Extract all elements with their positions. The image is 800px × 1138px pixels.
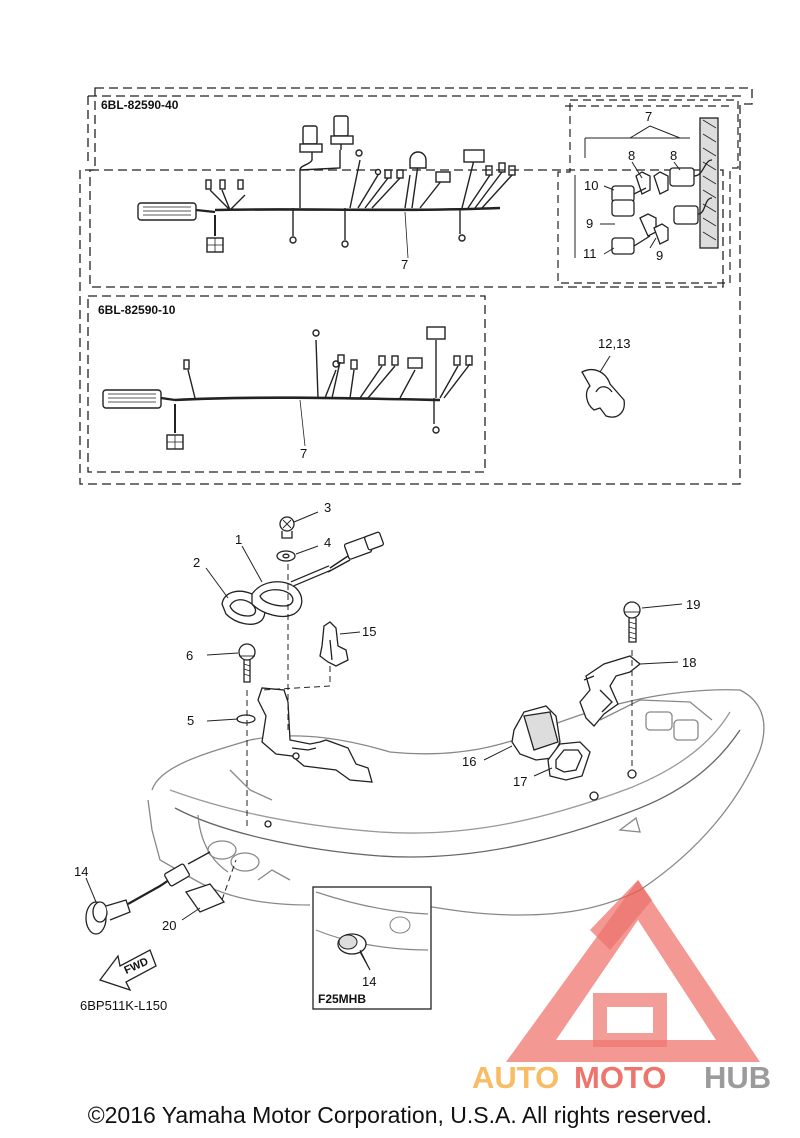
callout-3: 3 [324,500,331,515]
callout-19: 19 [686,597,700,612]
callout-20: 20 [162,918,176,933]
callout-11: 11 [583,246,597,261]
logo-auto: AUTO [472,1060,559,1095]
callout-9-right: 9 [656,248,663,263]
callout-9-left: 9 [586,216,593,231]
callout-4: 4 [324,535,331,550]
callout-5: 5 [187,713,194,728]
callout-18: 18 [682,655,696,670]
clamp-part [581,355,625,418]
connector-subkit-box [557,99,739,284]
callout-10: 10 [584,178,598,193]
callouts: 7 8 8 10 9 11 9 7 12,13 7 3 1 4 2 19 15 … [74,109,700,989]
logo-moto: MOTO [574,1060,666,1095]
engine-cover [147,689,765,916]
assembly-guides [221,564,633,901]
callout-8-right: 8 [670,148,677,163]
callout-17: 17 [513,774,527,789]
copyright-footer: ©2016 Yamaha Motor Corporation, U.S.A. A… [87,1102,713,1128]
callout-7-lower-harness: 7 [300,446,307,461]
callout-1: 1 [235,532,242,547]
connector-parts [611,117,719,255]
subkit-leaders [574,125,690,258]
callout-7-upper-box: 7 [645,109,652,124]
automotohub-logo: AUTO MOTO HUB [472,880,771,1095]
logo-triangle-icon [506,880,760,1062]
upper-kit-code: 6BL-82590-40 [101,98,179,112]
variant-code: F25MHB [318,992,366,1006]
logo-hub: HUB [704,1060,771,1095]
lower-kit-boundary [87,295,486,473]
fwd-arrow-icon: FWD [98,949,157,992]
callout-15: 15 [362,624,376,639]
callout-2: 2 [193,555,200,570]
callout-12-13: 12,13 [598,336,631,351]
callout-16: 16 [462,754,476,769]
callout-8-left: 8 [628,148,635,163]
callout-7-upper-harness: 7 [401,257,408,272]
callout-leaders [85,511,683,971]
upper-wire-harness [137,115,516,259]
callout-6: 6 [186,648,193,663]
callout-14-plug: 14 [362,974,376,989]
lower-parts [85,516,642,935]
lower-wire-harness [102,326,473,450]
callout-14-switch: 14 [74,864,88,879]
variant-detail-box: F25MHB [312,886,432,1010]
lower-kit-code: 6BL-82590-10 [98,303,176,317]
upper-kit-boundary [79,87,753,485]
drawing-code: 6BP511K-L150 [80,998,167,1013]
